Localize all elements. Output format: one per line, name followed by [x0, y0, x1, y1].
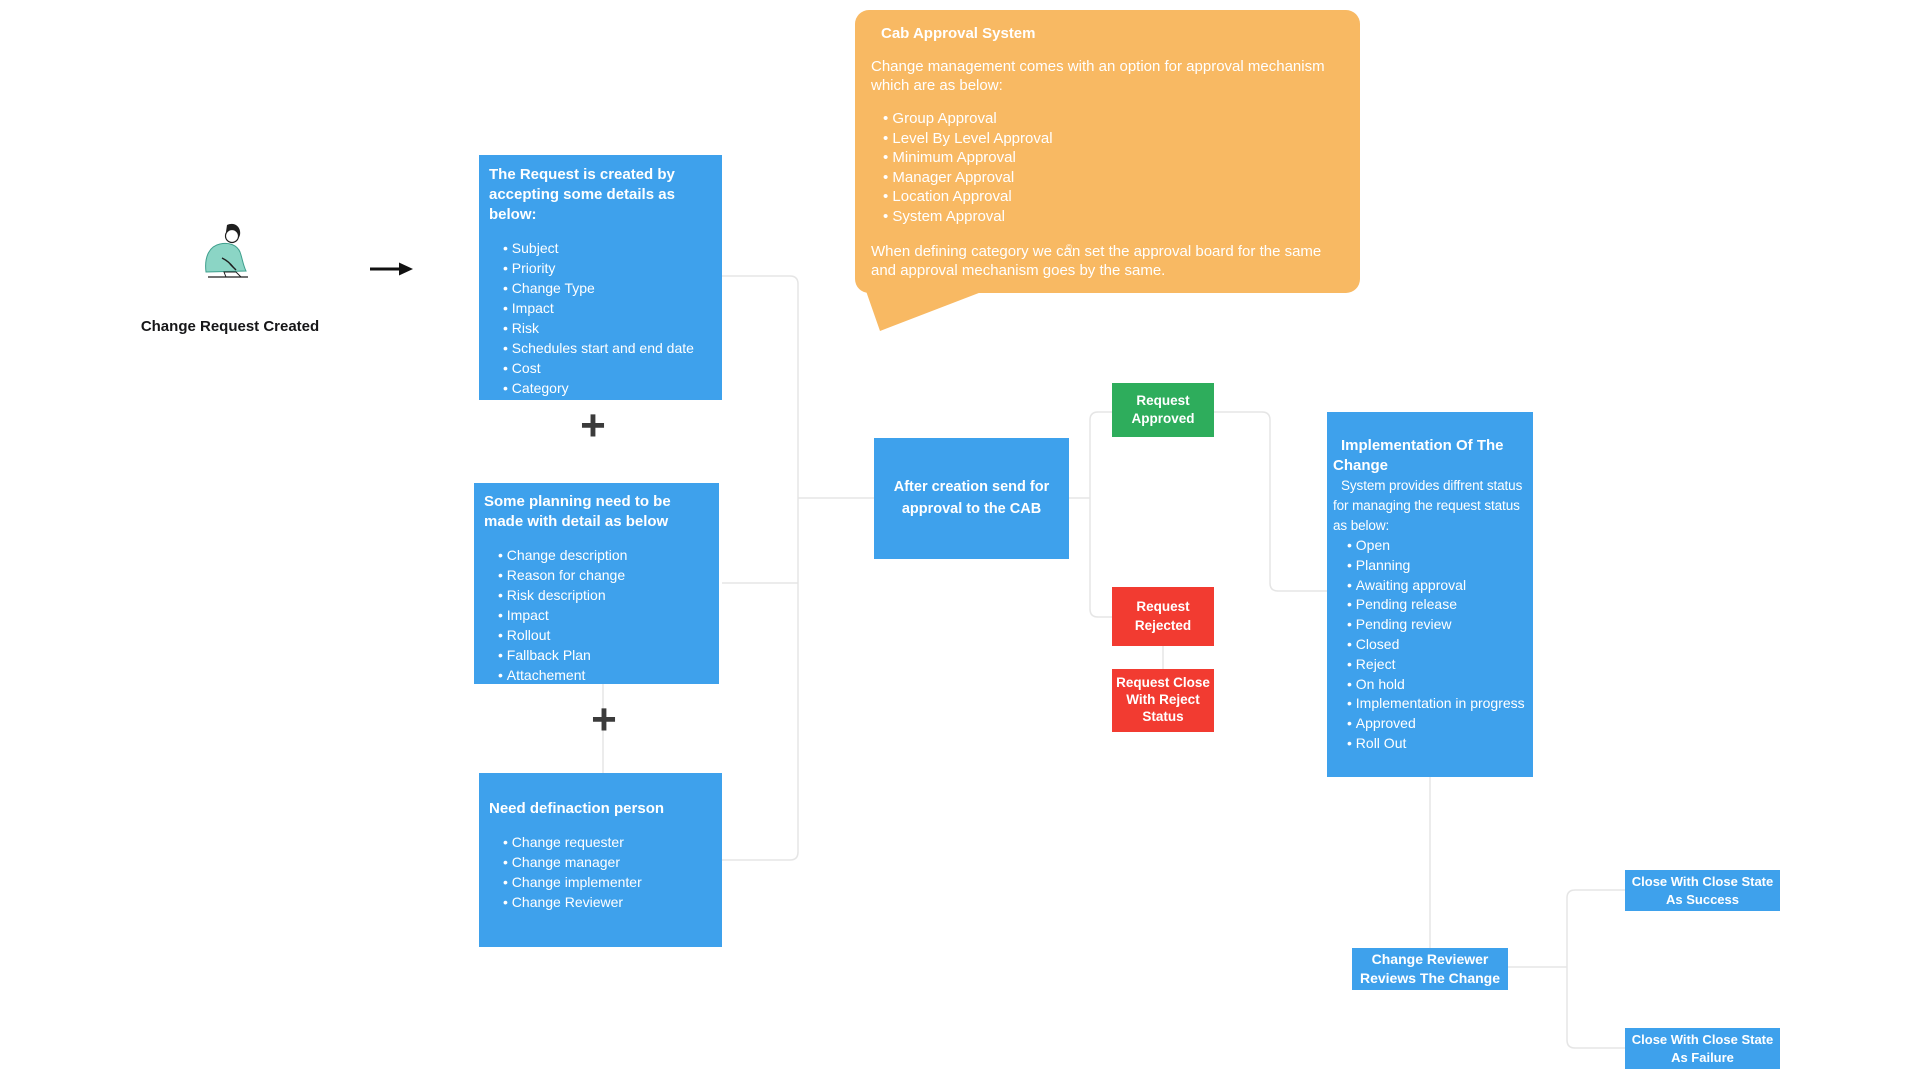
connector-path — [1566, 889, 1625, 1049]
note-title: Cab Approval System — [881, 25, 1036, 42]
bullet-item: Pending review — [1347, 615, 1529, 635]
node-bullet-list: Change requesterChange managerChange imp… — [489, 832, 714, 912]
node-definaction[interactable]: Need definaction person Change requester… — [479, 773, 722, 947]
connector-path — [1098, 411, 1327, 592]
note-footer: When defining category we can set the ap… — [871, 243, 1322, 279]
bullet-item: Open — [1347, 536, 1529, 556]
bullet-item: Pending release — [1347, 595, 1529, 615]
flow-arrow-icon[interactable] — [368, 260, 414, 278]
note-bullet-list: Group ApprovalLevel By Level ApprovalMin… — [871, 109, 1344, 226]
plus-connector-icon[interactable]: + — [591, 695, 617, 744]
node-bullet-list: Change descriptionReason for changeRisk … — [484, 545, 711, 685]
node-close-with-reject-status[interactable]: Request Close With Reject Status — [1112, 669, 1214, 732]
bullet-item: Location Approval — [883, 187, 1344, 207]
node-intro: System provides diffrent status for mana… — [1333, 478, 1523, 533]
bullet-item: Change Reviewer — [503, 892, 714, 912]
copyright-marker: © — [1066, 243, 1072, 252]
node-title: The Request is created by accepting some… — [489, 166, 675, 223]
bullet-item: Risk description — [498, 585, 711, 605]
node-bullet-list: OpenPlanningAwaiting approvalPending rel… — [1333, 536, 1529, 754]
node-request-approved[interactable]: Request Approved — [1112, 383, 1214, 437]
node-close-state-failure[interactable]: Close With Close State As Failure — [1625, 1028, 1780, 1069]
bullet-item: Change description — [498, 545, 711, 565]
bullet-item: Reject — [1347, 655, 1529, 675]
bullet-item: Fallback Plan — [498, 645, 711, 665]
bullet-item: Impact — [498, 605, 711, 625]
node-label: Request Rejected — [1134, 599, 1192, 633]
note-intro: Change management comes with an option f… — [871, 58, 1325, 94]
bullet-item: Schedules start and end date — [503, 338, 714, 358]
bullet-item: Manager Approval — [883, 168, 1344, 188]
bullet-item: Group Approval — [883, 109, 1344, 129]
node-label: Request Approved — [1131, 392, 1195, 426]
bullet-item: Planning — [1347, 556, 1529, 576]
node-label: Request Close With Reject Status — [1116, 675, 1210, 724]
bullet-item: System Approval — [883, 207, 1344, 227]
bullet-item: Risk — [503, 318, 714, 338]
node-title: Some planning need to be made with detai… — [484, 493, 671, 530]
node-change-reviewer[interactable]: Change Reviewer Reviews The Change — [1352, 948, 1508, 990]
bullet-item: Cost — [503, 358, 714, 378]
node-label: After creation send for approval to the … — [893, 479, 1050, 517]
node-label: Change Reviewer Reviews The Change — [1359, 951, 1501, 986]
bullet-item: Rollout — [498, 625, 711, 645]
node-bullet-list: SubjectPriorityChange TypeImpactRiskSche… — [489, 238, 714, 398]
bullet-item: Change implementer — [503, 872, 714, 892]
node-planning[interactable]: Some planning need to be made with detai… — [474, 483, 719, 684]
connector-path — [722, 275, 874, 861]
bullet-item: Implementation in progress — [1347, 694, 1529, 714]
bullet-item: Priority — [503, 258, 714, 278]
bullet-item: On hold — [1347, 675, 1529, 695]
node-close-state-success[interactable]: Close With Close State As Success — [1625, 870, 1780, 911]
actor-label: Change Request Created — [140, 318, 320, 335]
bullet-item: Change Type — [503, 278, 714, 298]
bullet-item: Roll Out — [1347, 734, 1529, 754]
bullet-item: Subject — [503, 238, 714, 258]
sticky-note-cab-approval[interactable]: Cab Approval System Change management co… — [855, 10, 1360, 293]
plus-connector-icon[interactable]: + — [580, 401, 606, 450]
node-implementation[interactable]: Implementation Of The Change System prov… — [1327, 412, 1533, 777]
node-label: Close With Close State As Failure — [1631, 1031, 1774, 1065]
bullet-item: Impact — [503, 298, 714, 318]
node-request-rejected[interactable]: Request Rejected — [1112, 587, 1214, 646]
bullet-item: Closed — [1347, 635, 1529, 655]
bullet-item: Approved — [1347, 714, 1529, 734]
node-send-for-approval[interactable]: After creation send for approval to the … — [874, 438, 1069, 559]
node-request-details[interactable]: The Request is created by accepting some… — [479, 155, 722, 400]
bullet-item: Attachement — [498, 665, 711, 685]
node-title: Implementation Of The Change — [1333, 437, 1504, 474]
connector-path — [1089, 411, 1112, 618]
bullet-item: Minimum Approval — [883, 148, 1344, 168]
node-title: Need definaction person — [489, 800, 665, 817]
node-label: Close With Close State As Success — [1631, 873, 1774, 907]
bullet-item: Reason for change — [498, 565, 711, 585]
bullet-item: Awaiting approval — [1347, 576, 1529, 596]
bullet-item: Change requester — [503, 832, 714, 852]
bullet-item: Change manager — [503, 852, 714, 872]
bullet-item: Level By Level Approval — [883, 129, 1344, 149]
person-writing-illustration[interactable] — [194, 222, 260, 280]
bullet-item: Category — [503, 378, 714, 398]
note-tail — [866, 291, 984, 331]
